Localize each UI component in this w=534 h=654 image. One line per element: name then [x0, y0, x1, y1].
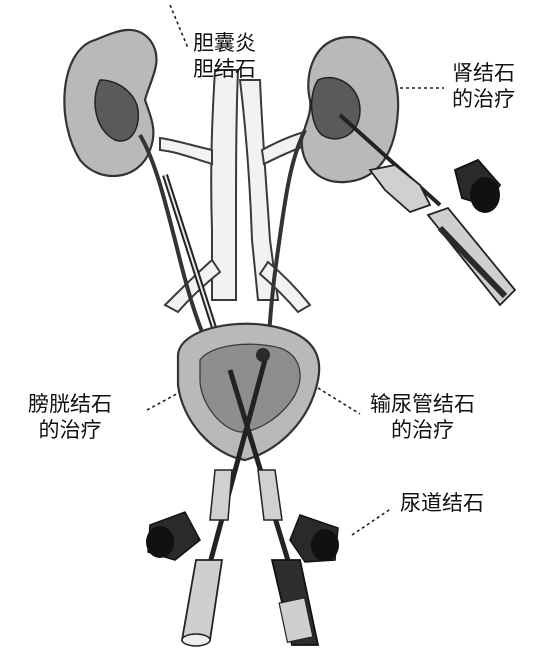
right-kidney: [268, 37, 398, 350]
cystoscope-right-eyepiece-cap: [311, 529, 339, 561]
label-kidney-line1: 肾结石: [452, 60, 515, 86]
cystoscope-right-body: [258, 470, 282, 520]
leader-ureter: [318, 388, 360, 414]
label-ureter-line2: 的治疗: [370, 417, 475, 443]
label-gallbladder: 胆囊炎 胆结石: [193, 30, 256, 82]
label-bladder-line1: 膀胱结石: [28, 391, 112, 417]
left-ureteroscope-shaft-inner: [165, 175, 218, 340]
left-ureter: [140, 135, 210, 350]
label-gallbladder-line2: 胆结石: [193, 56, 256, 82]
renal-vein-left: [160, 138, 212, 164]
leader-urethra: [352, 508, 392, 535]
nephroscope-joint: [370, 165, 430, 212]
label-gallbladder-line1: 胆囊炎: [193, 30, 256, 56]
right-ureter: [268, 130, 305, 350]
label-bladder-stone: 膀胱结石 的治疗: [28, 391, 112, 443]
leader-lines: [147, 5, 444, 535]
label-ureter-stone: 输尿管结石 的治疗: [370, 391, 475, 443]
left-ureteroscope: [165, 175, 218, 340]
cystoscope-left-handle-tip: [182, 634, 210, 646]
label-ureter-line1: 输尿管结石: [370, 391, 475, 417]
label-urethra-line1: 尿道结石: [400, 490, 484, 516]
label-kidney-line2: 的治疗: [452, 86, 515, 112]
label-kidney-stone: 肾结石 的治疗: [452, 60, 515, 112]
label-urethra-stone: 尿道结石: [400, 490, 484, 516]
label-bladder-line2: 的治疗: [28, 417, 112, 443]
nephroscope-eyepiece-cap: [470, 177, 500, 213]
cystoscope-left-handle: [182, 560, 222, 640]
cystoscope-left-body: [210, 470, 232, 520]
leader-gallbladder: [170, 5, 188, 48]
cystoscope-left-eyepiece-cap: [146, 526, 174, 558]
